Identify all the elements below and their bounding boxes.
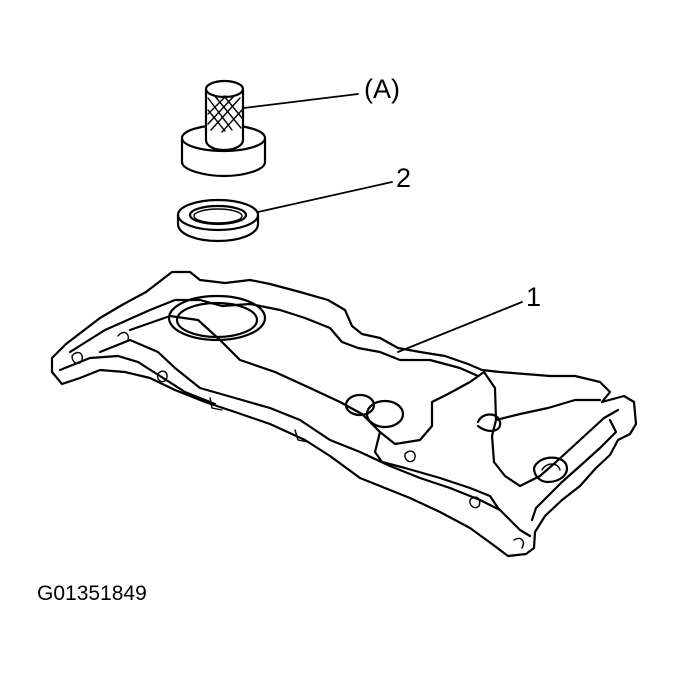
callout-part-2: 2 <box>396 163 412 193</box>
seal-installer-tool <box>180 79 267 178</box>
timing-cover-housing <box>50 270 638 558</box>
leader-lines <box>243 93 523 353</box>
callout-part-a: (A) <box>364 74 400 104</box>
figure-id: G01351849 <box>37 582 147 605</box>
oil-seal-ring <box>176 198 260 243</box>
callout-part-1: 1 <box>526 282 542 312</box>
